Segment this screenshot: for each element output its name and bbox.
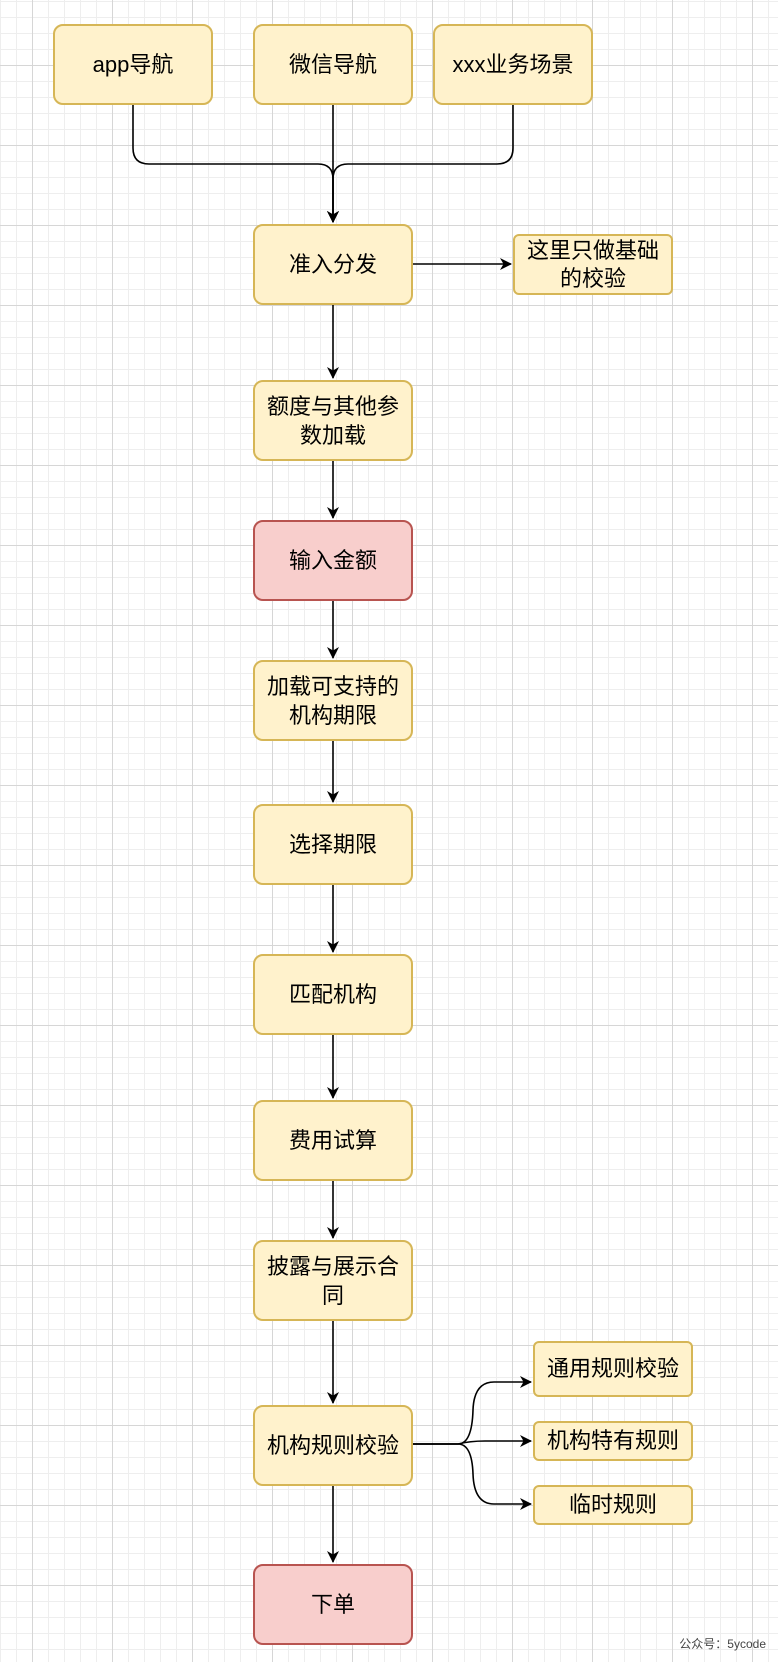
watermark-text: 公众号：5ycode bbox=[679, 1637, 766, 1651]
institution-specific-rules-node[interactable]: 机构特有规则 bbox=[533, 1421, 693, 1461]
edge-rule-check-to-general-rules bbox=[413, 1376, 532, 1445]
xxx-scene-node[interactable]: xxx业务场景 bbox=[433, 24, 593, 105]
app-nav-node[interactable]: app导航 bbox=[53, 24, 213, 105]
disclose-contract-node[interactable]: 披露与展示合同 bbox=[253, 1240, 413, 1321]
basic-check-note-node[interactable]: 这里只做基础的校验 bbox=[513, 234, 673, 295]
load-institution-terms-node[interactable]: 加载可支持的机构期限 bbox=[253, 660, 413, 741]
input-amount-node[interactable]: 输入金额 bbox=[253, 520, 413, 601]
select-term-node[interactable]: 选择期限 bbox=[253, 804, 413, 885]
admission-dispatch-node[interactable]: 准入分发 bbox=[253, 224, 413, 305]
general-rule-check-node[interactable]: 通用规则校验 bbox=[533, 1341, 693, 1397]
match-institution-node[interactable]: 匹配机构 bbox=[253, 954, 413, 1035]
load-quota-params-node[interactable]: 额度与其他参数加载 bbox=[253, 380, 413, 461]
place-order-node[interactable]: 下单 bbox=[253, 1564, 413, 1645]
edge-rule-check-to-temporary-rules bbox=[413, 1443, 532, 1510]
wechat-nav-node[interactable]: 微信导航 bbox=[253, 24, 413, 105]
edge-app-nav-to-dispatch bbox=[132, 104, 339, 223]
fee-calculation-node[interactable]: 费用试算 bbox=[253, 1100, 413, 1181]
edge-xxx-scene-to-dispatch bbox=[327, 104, 514, 223]
temporary-rules-node[interactable]: 临时规则 bbox=[533, 1485, 693, 1525]
institution-rule-check-node[interactable]: 机构规则校验 bbox=[253, 1405, 413, 1486]
